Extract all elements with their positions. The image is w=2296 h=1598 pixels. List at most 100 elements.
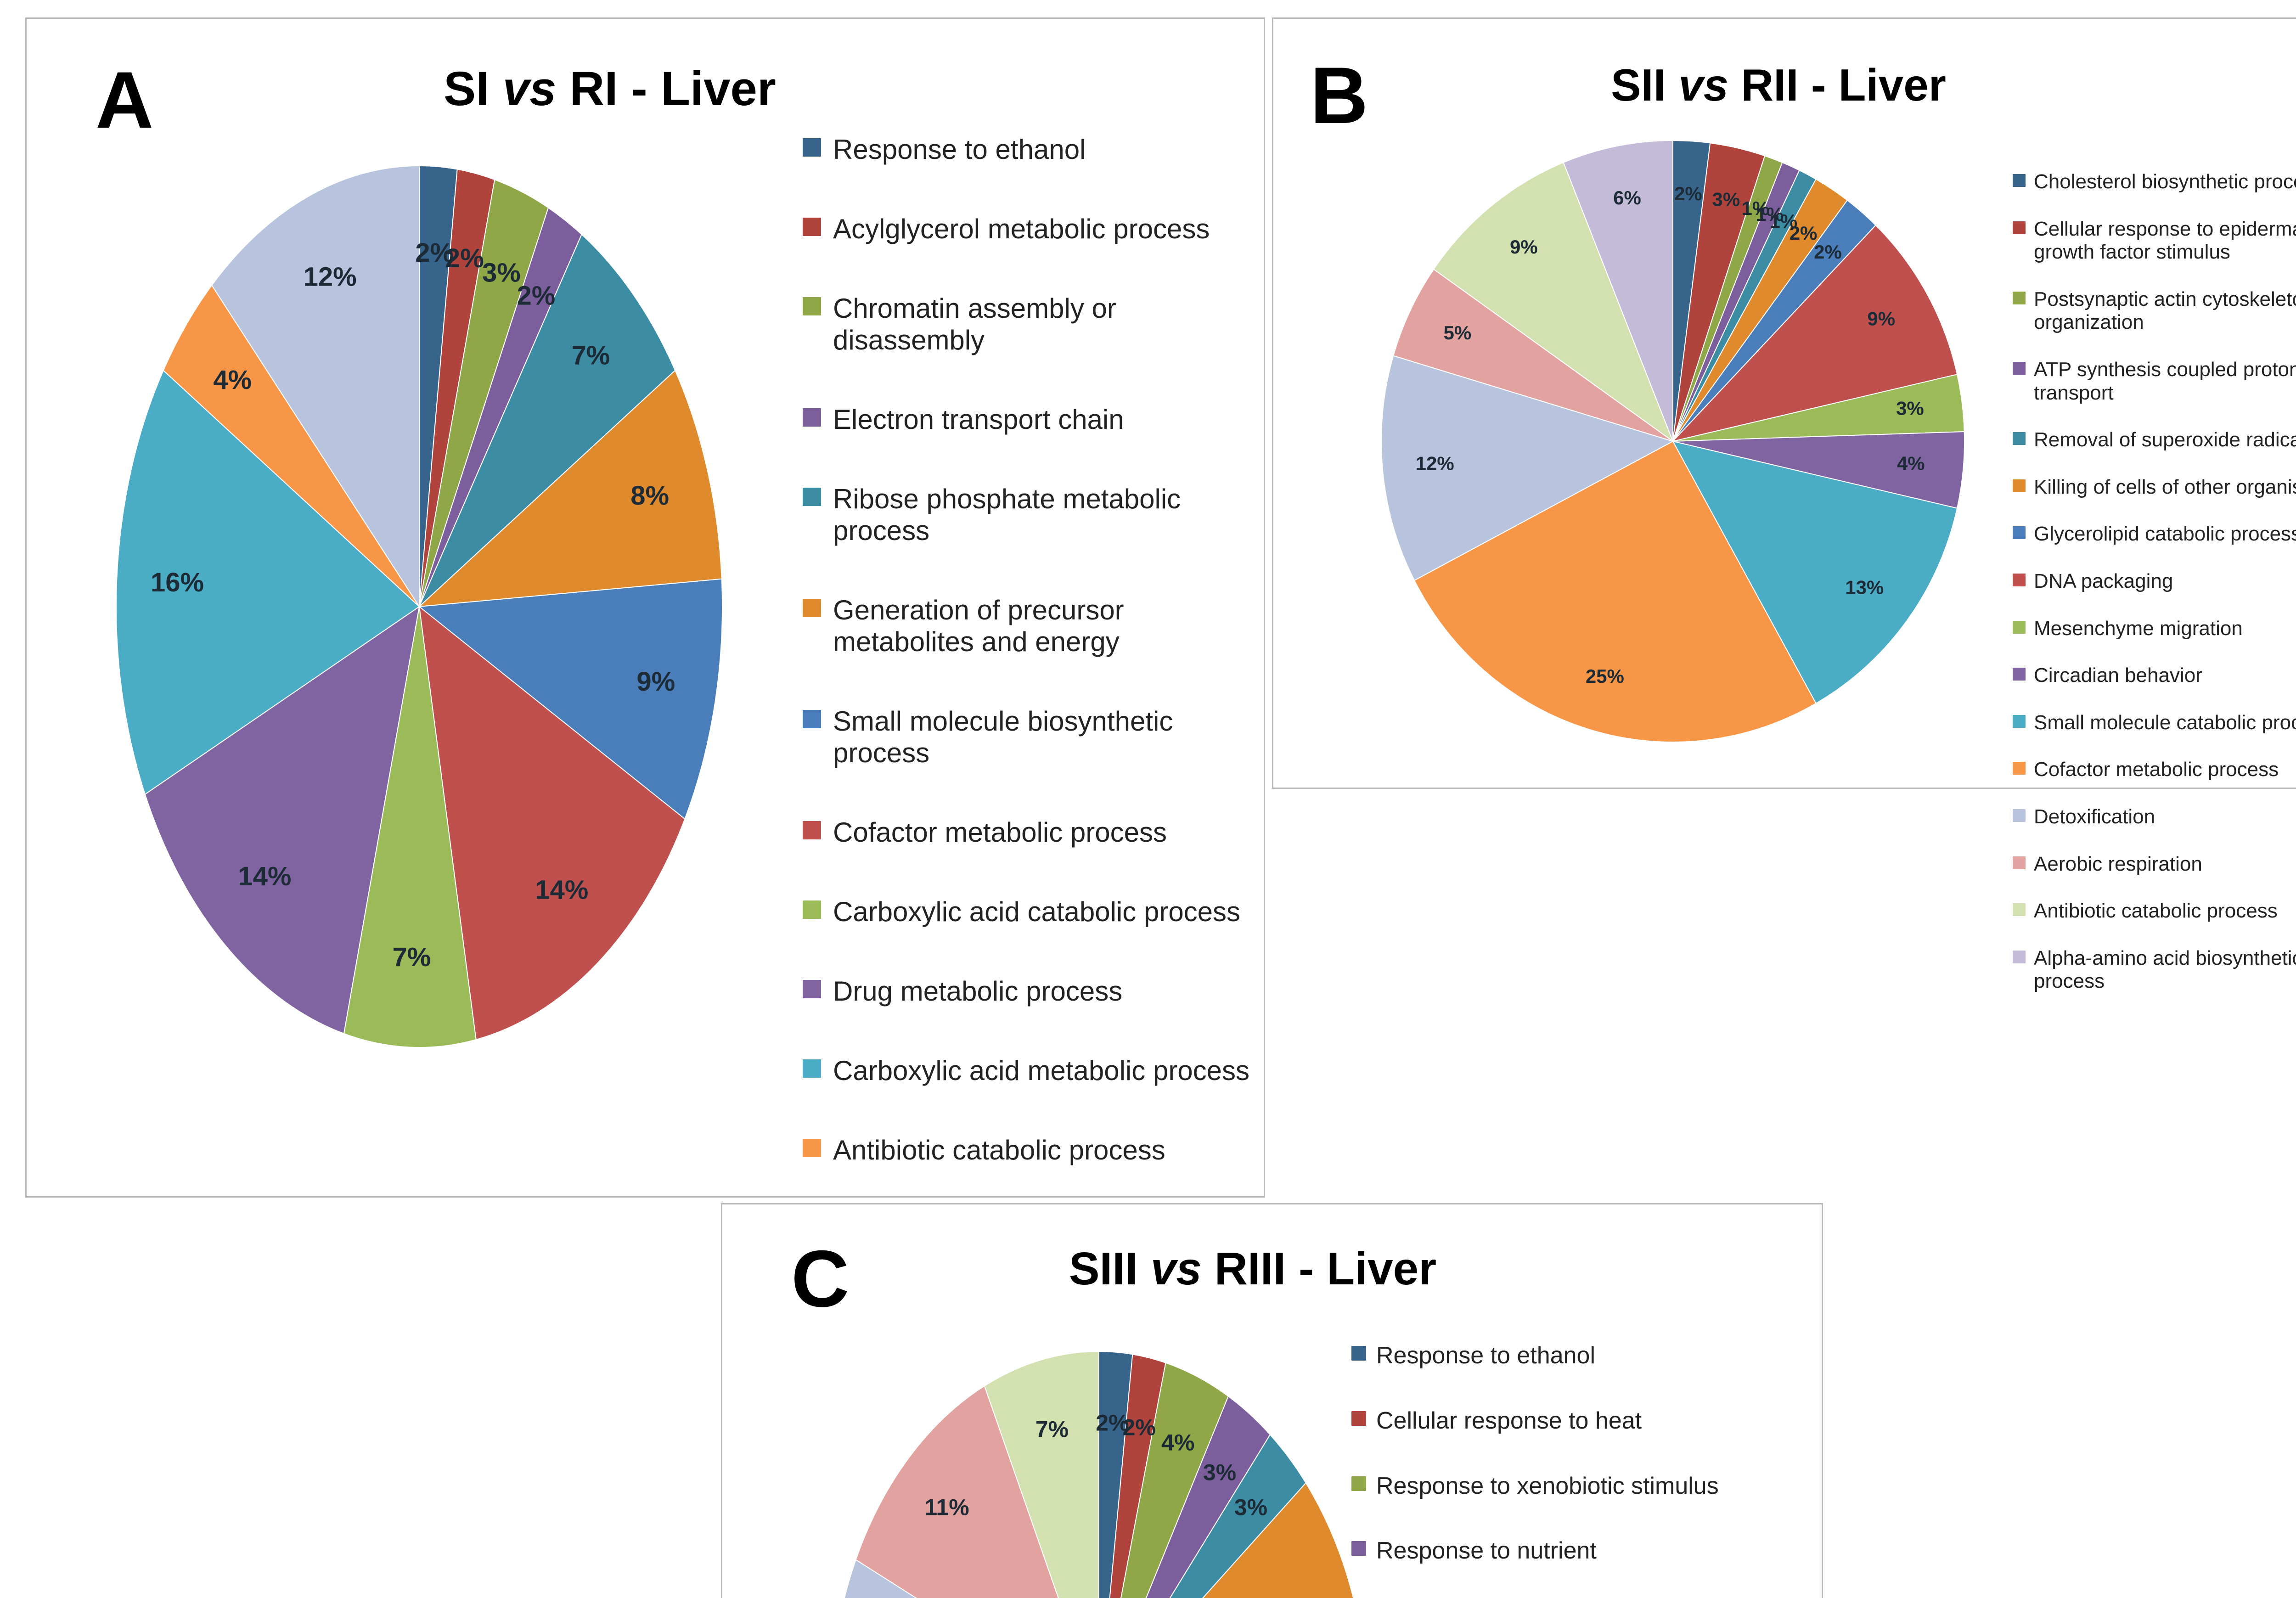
- pie-slice-label: 12%: [304, 262, 357, 292]
- legend-item-label: Response to nutrient: [1376, 1537, 1597, 1564]
- legend-swatch-icon: [1351, 1541, 1366, 1556]
- legend-item: DNA packaging: [2013, 570, 2296, 593]
- legend-item-label: Postsynaptic actin cytoskeleton organiza…: [2034, 287, 2296, 334]
- legend-swatch-icon: [803, 710, 821, 728]
- legend-item-label: Electron transport chain: [833, 404, 1124, 435]
- pie-slice: [1672, 440, 1958, 704]
- pie-slice-label: 2%: [1123, 1414, 1156, 1440]
- legend-item-label: Removal of superoxide radicals: [2034, 428, 2296, 451]
- pie-slice-label: 12%: [1416, 453, 1454, 474]
- legend-swatch-icon: [803, 1059, 821, 1078]
- pie-slice-label: 2%: [1790, 222, 1818, 244]
- pie-slice: [1563, 140, 1673, 442]
- legend-swatch-icon: [1351, 1411, 1366, 1426]
- legend-swatch-icon: [2013, 620, 2026, 634]
- legend-swatch-icon: [803, 1139, 821, 1157]
- pie-slice-label: 2%: [1096, 1410, 1129, 1435]
- legend-swatch-icon: [803, 297, 821, 315]
- legend-item-label: Drug metabolic process: [833, 976, 1123, 1007]
- legend-item-label: Cofactor metabolic process: [2034, 758, 2279, 781]
- legend-swatch-icon: [803, 900, 821, 919]
- pie-slice: [116, 369, 420, 795]
- pie-slice-label: 3%: [1234, 1494, 1267, 1520]
- legend-swatch-icon: [2013, 715, 2026, 728]
- pie-slice-label: 5%: [1444, 322, 1472, 343]
- panel-a-letter: A: [96, 56, 154, 145]
- pie-slice-label: 3%: [1712, 188, 1740, 210]
- panel-a-title-vs: vs: [502, 62, 557, 116]
- pie-slice: [984, 1350, 1099, 1598]
- legend-item: Carboxylic acid catabolic process: [803, 896, 1262, 928]
- legend-item-label: Carboxylic acid metabolic process: [833, 1055, 1250, 1086]
- pie-slice: [419, 233, 676, 607]
- legend-swatch-icon: [2013, 221, 2026, 234]
- legend-item-label: Antibiotic catabolic process: [2034, 900, 2278, 923]
- legend-swatch-icon: [1351, 1476, 1366, 1491]
- legend-swatch-icon: [2013, 573, 2026, 586]
- panel-c-letter: C: [791, 1234, 850, 1324]
- legend-swatch-icon: [2013, 174, 2026, 187]
- legend-item-label: Detoxification: [2034, 805, 2155, 828]
- legend-item: Cellular response to epidermal growth fa…: [2013, 218, 2296, 264]
- legend-swatch-icon: [2013, 432, 2026, 445]
- legend-swatch-icon: [1351, 1346, 1366, 1361]
- pie-slice: [855, 1385, 1059, 1598]
- legend-item: Electron transport chain: [803, 404, 1262, 435]
- pie-slice: [144, 605, 420, 1035]
- legend-item-label: Small molecule biosynthetic process: [833, 706, 1173, 768]
- legend-swatch-icon: [2013, 950, 2026, 963]
- pie-slice-label: 4%: [1897, 453, 1925, 474]
- pie-slice-label: 7%: [1035, 1416, 1069, 1442]
- pie-slice: [1671, 225, 1958, 442]
- pie-slice-label: 4%: [1161, 1430, 1194, 1456]
- panel-a-pie: 2%2%3%2%7%8%9%14%7%14%16%4%12%: [109, 152, 729, 1061]
- legend-item: Circadian behavior: [2013, 664, 2296, 687]
- legend-item: Postsynaptic actin cytoskeleton organiza…: [2013, 288, 2296, 334]
- pie-slice-label: 4%: [213, 365, 252, 395]
- legend-item: Antibiotic catabolic process: [803, 1134, 1262, 1166]
- pie-slice-label: 2%: [1814, 241, 1842, 263]
- legend-item: Carboxylic acid metabolic process: [803, 1055, 1262, 1086]
- pie-slice-label: 2%: [1674, 183, 1702, 204]
- legend-item: Drug metabolic process: [803, 975, 1262, 1007]
- pie-slice-label: 9%: [636, 667, 675, 697]
- pie-slice: [1433, 162, 1674, 443]
- legend-item: Antibiotic catabolic process: [2013, 900, 2296, 923]
- legend-item-label: Antibiotic catabolic process: [833, 1135, 1165, 1165]
- legend-item: Generation of precursor metabolites and …: [803, 594, 1262, 658]
- legend-item-label: Generation of precursor metabolites and …: [833, 595, 1124, 657]
- legend-swatch-icon: [2013, 809, 2026, 822]
- pie-slice: [211, 165, 420, 608]
- legend-item: Glycerolipid catabolic process: [2013, 523, 2296, 546]
- pie-slice-label: 14%: [238, 861, 291, 891]
- legend-item: Small molecule biosynthetic process: [803, 705, 1262, 769]
- pie-slice-label: 9%: [1510, 236, 1538, 258]
- panel-b-title: SII vs RII - Liver: [1457, 62, 2100, 107]
- legend-swatch-icon: [803, 408, 821, 427]
- legend-item: Removal of superoxide radicals: [2013, 428, 2296, 452]
- legend-item-label: Circadian behavior: [2034, 664, 2202, 687]
- legend-swatch-icon: [803, 599, 821, 617]
- legend-swatch-icon: [2013, 526, 2026, 540]
- panel-c-pie: 2%2%4%3%3%14%9%11%8%5%7%5%9%11%7%: [823, 1347, 1374, 1598]
- pie-slice: [343, 606, 477, 1048]
- legend-swatch-icon: [803, 980, 821, 998]
- panel-a-title-pre: SI: [444, 62, 503, 116]
- panel-b: B SII vs RII - Liver 2%3%1%1%1%2%2%9%3%4…: [1272, 17, 2296, 992]
- pie-slice: [1413, 440, 1817, 743]
- legend-swatch-icon: [2013, 856, 2026, 869]
- legend-item: Alpha-amino acid biosynthetic process: [2013, 947, 2296, 993]
- pie-slice-label: 3%: [482, 258, 521, 288]
- legend-item-label: Aerobic respiration: [2034, 852, 2202, 875]
- legend-item-label: Chromatin assembly or disassembly: [833, 293, 1116, 355]
- pie-slice: [418, 578, 723, 820]
- pie-slice-label: 16%: [151, 568, 204, 597]
- legend-item-label: Mesenchyme migration: [2034, 617, 2243, 640]
- panel-b-letter: B: [1310, 51, 1368, 141]
- legend-item: Detoxification: [2013, 805, 2296, 829]
- panel-a-title-post: RI - Liver: [556, 62, 776, 116]
- legend-item: Response to ethanol: [1351, 1342, 1811, 1370]
